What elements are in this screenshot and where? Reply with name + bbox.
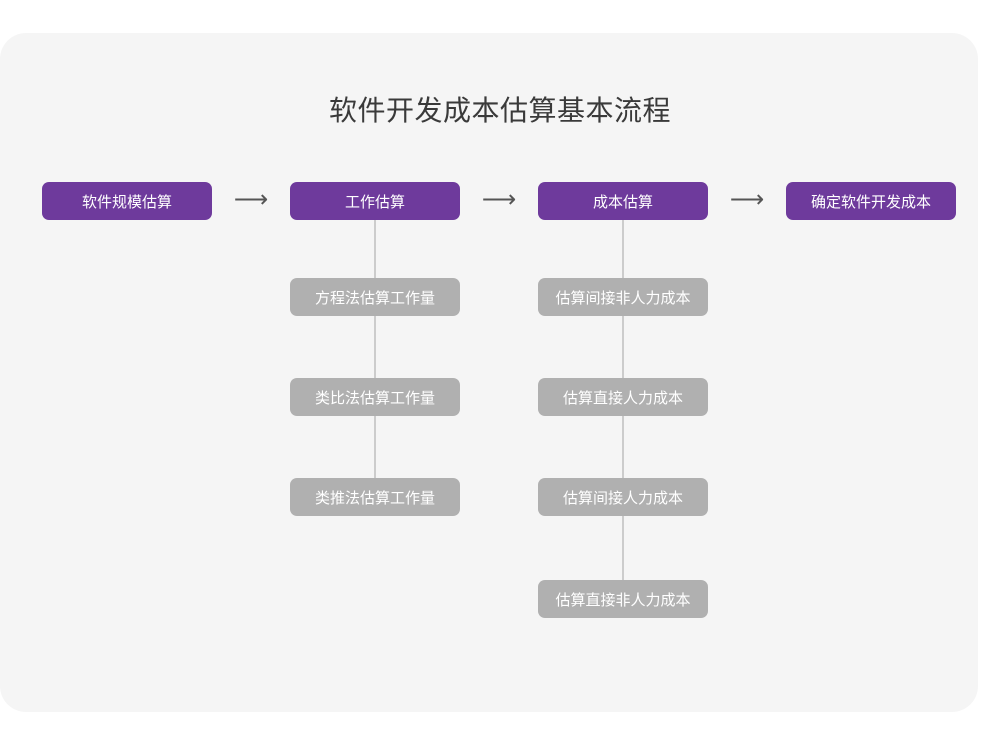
branch-node-indirect-labor-cost[interactable]: 估算间接人力成本 [538,478,708,516]
branch-node-analogical-method-effort[interactable]: 类推法估算工作量 [290,478,460,516]
branch-node-direct-labor-cost[interactable]: 估算直接人力成本 [538,378,708,416]
flow-node-determine-development-cost[interactable]: 确定软件开发成本 [786,182,956,220]
connector-line-work-estimation [374,220,376,478]
branch-node-analogy-method-effort[interactable]: 类比法估算工作量 [290,378,460,416]
branch-node-direct-non-labor-cost[interactable]: 估算直接非人力成本 [538,580,708,618]
arrow-right-icon-3: ⟶ [729,185,765,213]
flow-node-cost-estimation[interactable]: 成本估算 [538,182,708,220]
arrow-right-icon-2: ⟶ [481,185,517,213]
branch-node-equation-method-effort[interactable]: 方程法估算工作量 [290,278,460,316]
page-title: 软件开发成本估算基本流程 [328,95,671,126]
flow-node-software-scale-estimation[interactable]: 软件规模估算 [42,182,212,220]
branch-node-indirect-non-labor-cost[interactable]: 估算间接非人力成本 [538,278,708,316]
flow-node-work-estimation[interactable]: 工作估算 [290,182,460,220]
diagram-card [0,33,978,712]
arrow-right-icon-1: ⟶ [233,185,269,213]
